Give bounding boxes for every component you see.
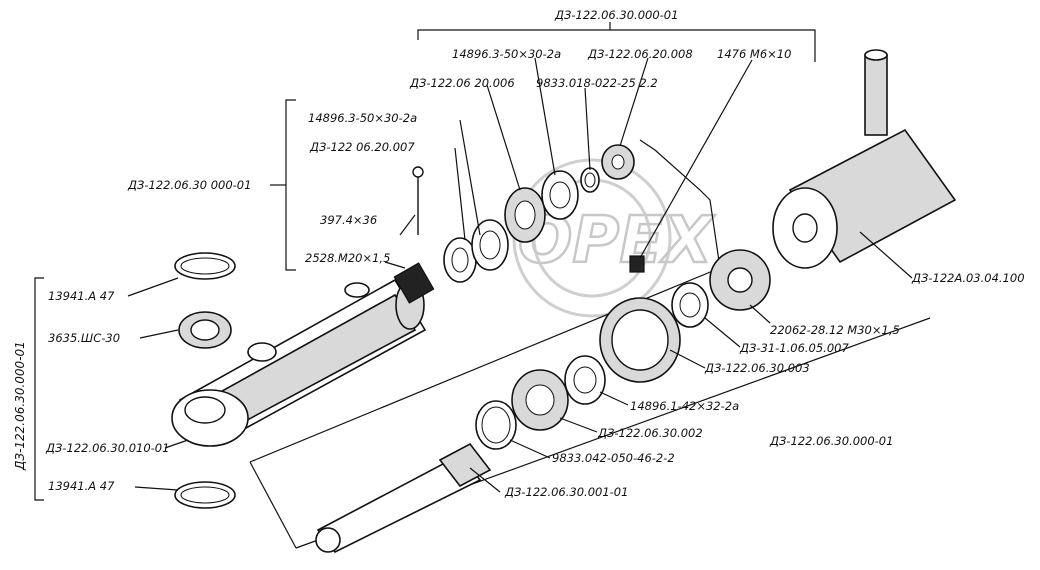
nut-22062: [709, 249, 771, 311]
washer-1: [443, 237, 477, 283]
bushing-30002: [511, 369, 569, 431]
label-20006: ДЗ-122.06 20.006: [409, 76, 515, 90]
label-2528: 2528.М20×1,5: [305, 251, 390, 265]
label-13941-top: 13941.А 47: [48, 289, 115, 303]
left-bracket: [285, 99, 296, 271]
label-30003: ДЗ-122.06.30.003: [704, 361, 810, 375]
label-20007: ДЗ-122 06.20.007: [309, 140, 415, 154]
seal-14896-bottom: [564, 355, 606, 405]
label-397: 397.4×36: [320, 213, 377, 227]
label-30010: ДЗ-122.06.30.010-01: [45, 441, 169, 455]
label-assy-right-bot: ДЗ-122.06.30.000-01: [769, 434, 893, 448]
top-bracket: [417, 22, 816, 62]
label-3635: 3635.ШС-30: [48, 331, 120, 345]
label-20008: ДЗ-122.06.20.008: [587, 47, 693, 61]
label-assy-top: ДЗ-122.06.30.000-01: [554, 8, 678, 22]
rod-end-04100: [772, 49, 957, 269]
seal-20006: [504, 187, 546, 243]
oring-9833-bottom: [475, 400, 517, 450]
diag-line-3: [249, 461, 297, 549]
bearing-3635: [178, 311, 232, 349]
washer-05007: [671, 282, 709, 328]
watermark-text: OPEX: [518, 204, 715, 278]
label-30002: ДЗ-122.06.30.002: [597, 426, 703, 440]
seal-14896-top: [541, 170, 579, 220]
bolt-1476: [629, 255, 645, 273]
vertical-bracket: [34, 277, 44, 501]
label-14896-left: 14896.3-50×30-2а: [308, 111, 417, 125]
label-assy-vertical: ДЗ-122.06.30.000-01: [13, 341, 27, 471]
label-05007: ДЗ-31-1.06.05.007: [739, 341, 849, 355]
oring-9833-top: [580, 167, 600, 193]
seal-20007: [471, 219, 509, 271]
label-assy-left-mid: ДЗ-122.06.30 000-01: [127, 178, 251, 192]
callout-line: [639, 139, 721, 269]
label-30001: ДЗ-122.06.30.001-01: [504, 485, 628, 499]
cylinder-body: [171, 262, 435, 447]
label-9833-top: 9833.018-022-25 2.2: [536, 76, 658, 90]
nut-20008: [601, 144, 635, 180]
gland-30003: [599, 297, 681, 383]
label-9833-bot: 9833.042-050-46-2-2: [552, 451, 675, 465]
leader-lines: [127, 57, 913, 493]
label-13941-bot: 13941.А 47: [48, 479, 115, 493]
label-14896-bot: 14896.1-42×32-2а: [630, 399, 739, 413]
split-pin-397: [412, 166, 424, 235]
snap-ring-top: [174, 252, 236, 280]
label-14896-top: 14896.3-50×30-2а: [452, 47, 561, 61]
label-04100: ДЗ-122А.03.04.100: [911, 271, 1025, 285]
rod-30001: [315, 442, 492, 554]
snap-ring-bottom: [174, 481, 236, 509]
label-22062: 22062-28.12 М30×1,5: [770, 323, 900, 337]
label-1476: 1476 М6×10: [717, 47, 791, 61]
